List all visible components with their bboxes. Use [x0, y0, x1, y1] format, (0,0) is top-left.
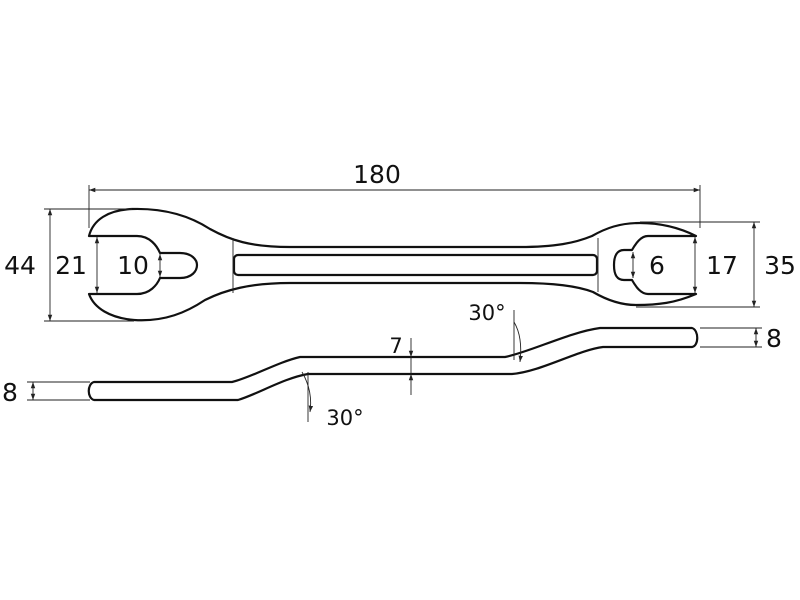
right-jaw-opening-label: 17 [706, 251, 738, 280]
side-profile-outline [87, 326, 699, 402]
right-jaw-opening-dimension: 17 [692, 237, 738, 293]
left-jaw-opening-label: 21 [55, 251, 87, 280]
left-thickness-dimension: 8 [2, 378, 90, 407]
left-thickness-label: 8 [2, 378, 18, 407]
overall-length-label: 180 [353, 160, 401, 189]
left-head-height-label: 44 [4, 251, 36, 280]
offset-height-label: 7 [389, 334, 402, 358]
left-slot-width-dimension: 10 [117, 251, 163, 280]
left-bend-angle-dimension: 30° [301, 371, 364, 430]
right-head-height-dimension: 35 [636, 221, 796, 308]
left-head-height-dimension: 44 [4, 208, 134, 322]
left-slot-width-label: 10 [117, 251, 149, 280]
overall-length-dimension: 180 [88, 160, 701, 228]
right-slot-width-dimension: 6 [630, 251, 665, 280]
wrench-outline-upper [87, 207, 698, 322]
offset-height-dimension: 7 [389, 334, 414, 395]
left-jaw-opening-dimension: 21 [55, 237, 100, 293]
handle-recess [232, 253, 599, 277]
left-bend-angle-label: 30° [326, 406, 363, 430]
right-thickness-label: 8 [766, 324, 782, 353]
right-thickness-dimension: 8 [700, 324, 782, 353]
wrench-side-view [87, 326, 699, 402]
right-slot-width-label: 6 [649, 251, 665, 280]
wrench-top-view [87, 207, 698, 322]
right-bend-angle-label: 30° [468, 301, 505, 325]
right-head-height-label: 35 [764, 251, 796, 280]
right-bend-angle-dimension: 30° [468, 301, 523, 363]
